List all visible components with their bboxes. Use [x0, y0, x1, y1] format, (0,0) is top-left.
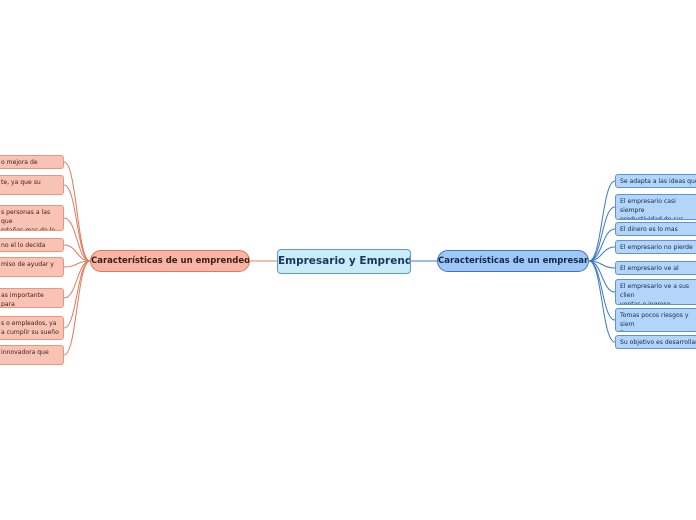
connector-left-leaf: [63, 184, 91, 262]
topic-empresario[interactable]: Características de un empresario: [437, 250, 589, 272]
emprendedor-subtopic[interactable]: innovadora que: [0, 345, 64, 365]
empresario-subtopic[interactable]: El empresario ve al mundo: [615, 261, 696, 275]
emprendedor-subtopic[interactable]: te, ya que su: [0, 175, 64, 195]
empresario-subtopic[interactable]: Tomas pocos riesgos y siemllegar: [615, 308, 696, 332]
emprendedor-subtopic[interactable]: o mejora de procesos: [0, 155, 64, 169]
emprendedor-subtopic[interactable]: no el lo decida invertir: [0, 238, 64, 252]
empresario-subtopic[interactable]: Se adapta a las ideas que y: [615, 174, 696, 188]
connector-left-leaf: [63, 161, 91, 262]
empresario-subtopic[interactable]: El empresario no pierde tie: [615, 240, 696, 254]
connector-left-leaf: [63, 260, 91, 329]
connector-right-leaf: [588, 260, 616, 343]
empresario-subtopic[interactable]: El dinero es lo mas importa: [615, 222, 696, 236]
connector-right-leaf: [588, 260, 616, 293]
connector-right-leaf: [588, 180, 616, 262]
connector-left-leaf: [63, 260, 91, 356]
connector-right-leaf: [588, 228, 616, 262]
connector-left-leaf: [63, 244, 91, 262]
emprendedor-subtopic[interactable]: miso de ayudar y: [0, 257, 64, 277]
connector-right-leaf: [588, 206, 616, 262]
empresario-subtopic[interactable]: Su objetivo es desarrollar u: [615, 335, 696, 349]
connector-left-leaf: [63, 217, 91, 262]
emprendedor-subtopic[interactable]: as importante para: [0, 288, 64, 308]
topic-emprendedor[interactable]: Características de un emprendedor: [90, 250, 250, 272]
connector-right-leaf: [588, 246, 616, 262]
central-topic[interactable]: Empresario y Emprendedor: [277, 249, 411, 274]
